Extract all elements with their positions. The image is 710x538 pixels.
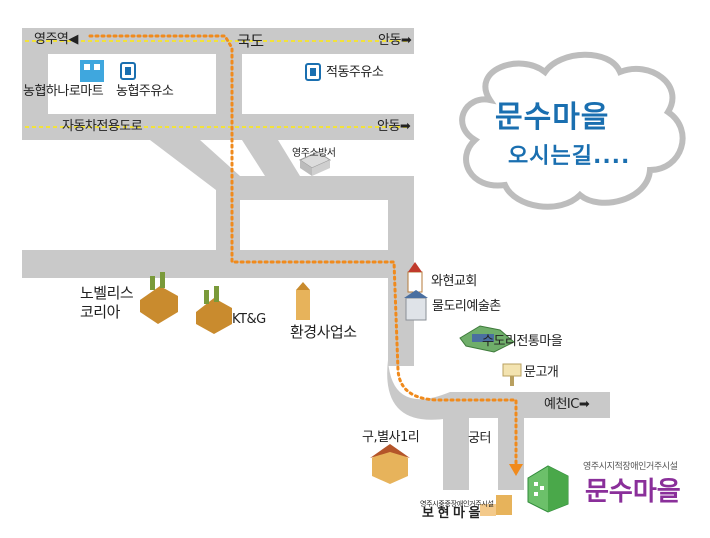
road-left-vertical: [22, 54, 48, 114]
label-traditional-village: 수도리전통마을: [482, 334, 563, 349]
road-lower-1: [443, 418, 469, 490]
label-jeokdong-gas: 적동주유소: [326, 65, 384, 80]
title-sub: 오시는길....: [508, 144, 631, 169]
label-byeolsa: 구,별사1리: [362, 430, 420, 445]
route-line: [88, 34, 518, 474]
label-novelis: 노벨리스: [80, 284, 134, 302]
road-lower-2: [498, 418, 524, 490]
road-diagonal-right: [242, 140, 300, 176]
label-ktg: KT&G: [232, 312, 266, 327]
label-motorway: 자동차전용도로: [62, 119, 143, 134]
road-centerlines: [25, 40, 410, 128]
label-national-road: 국도: [237, 32, 264, 50]
label-andong-mid-text: 안동: [377, 119, 400, 134]
tower-icon: [296, 282, 310, 320]
destination-building-icon: [527, 465, 569, 513]
roads: [22, 28, 610, 490]
label-bohyeon-sub: 영주시중증장애인거주시설: [420, 500, 494, 508]
building-icon: [404, 290, 428, 321]
label-yeongju-station: 영주역◀: [34, 32, 78, 48]
arrow-left-icon: ◀: [68, 32, 78, 47]
label-yecheon-ic: 예천IC➡: [544, 397, 590, 413]
label-yeongju-station-text: 영주역: [34, 32, 69, 47]
house-icon: [370, 444, 410, 484]
label-yecheon-ic-text: 예천IC: [544, 397, 579, 412]
building-icon: [298, 151, 332, 176]
factory-icon: [196, 286, 232, 334]
signpost-icon: [502, 363, 522, 386]
title-main: 문수마을: [495, 100, 610, 135]
title-cloud: [459, 51, 686, 210]
label-environment: 환경사업소: [290, 323, 357, 341]
factory-icon: [140, 272, 178, 324]
village-icon: [459, 325, 515, 353]
label-church: 와현교회: [431, 274, 477, 289]
label-munsu-sub: 영주시지적장애인거주시설: [583, 462, 678, 472]
label-munsu-destination: 문수마을: [585, 477, 681, 507]
arrow-right-icon: ➡: [400, 33, 412, 48]
label-nonghyup-mart: 농협하나로마트: [23, 84, 104, 99]
arrow-right-icon: ➡: [578, 397, 590, 412]
road-curve-ic: [387, 360, 610, 420]
label-arts-village: 물도리예술촌: [432, 299, 501, 314]
label-andong-top-text: 안동: [378, 33, 401, 48]
mart-icon: [80, 60, 104, 82]
road-long-horizontal: [22, 250, 412, 278]
church-icon: [407, 262, 423, 293]
gas-pump-icon: [305, 63, 321, 81]
label-gungteo: 궁터: [468, 431, 491, 446]
label-andong-mid: 안동➡: [377, 119, 411, 135]
gas-pump-icon: [120, 62, 136, 80]
label-nonghyup-gas: 농협주유소: [116, 84, 174, 99]
arrow-right-icon: ➡: [399, 119, 411, 134]
label-korea: 코리아: [80, 303, 120, 321]
label-mungogae: 문고개: [524, 365, 559, 380]
label-andong-top: 안동➡: [378, 33, 412, 49]
label-bohyeon: 보 현 마 을: [422, 506, 480, 521]
building-icon: [480, 495, 512, 516]
road-mid-block: [216, 176, 412, 200]
route-arrow-head: [509, 464, 523, 476]
label-fire-station: 영주소방서: [292, 148, 336, 159]
road-mid-vertical: [216, 54, 242, 114]
road-diagonal-left: [150, 140, 240, 250]
